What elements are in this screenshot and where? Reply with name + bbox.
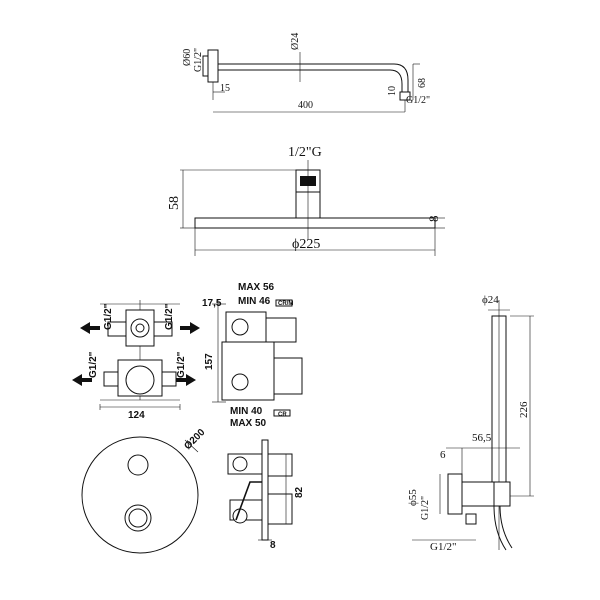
valve-max56-label: MAX 56 (238, 282, 275, 293)
hand-d55-label: ϕ55 (407, 489, 419, 506)
valve-side2-drawing: 82 8 (227, 439, 305, 551)
arm-wall-flange (207, 49, 219, 83)
valve-g3-label: G1/2" (88, 351, 99, 378)
valve-d175-label: 17,5 (202, 298, 222, 309)
arm-g12b-label: G1/2" (406, 95, 430, 106)
inlet-arrow-icon (176, 374, 196, 386)
arm-d60-label: Ø60 (182, 49, 193, 66)
valve-d8-label: 8 (270, 540, 276, 551)
hose-icon (499, 505, 513, 549)
head-plate (194, 217, 436, 229)
valve-front-drawing: G1/2" G1/2" G1/2" G1/2" 124 (72, 300, 200, 421)
valve-side-drawing: 17,5 MAX 56 MIN 46 CR/M 157 MIN 40 MAX 5… (202, 282, 303, 429)
plate-d200-label: Ø200 (182, 427, 207, 452)
arm-d24-label: Ø24 (290, 33, 301, 50)
head-g-label: 1/2"G (288, 145, 322, 160)
shower-head-drawing: 1/2"G 58 ϕ225 8 (167, 145, 445, 256)
plate-knob-top (127, 454, 149, 476)
head-d225-label: ϕ225 (292, 237, 320, 252)
head-t8-label: 8 (426, 216, 441, 223)
arm-d15-label: 15 (220, 83, 230, 94)
arm-g12-label: G1/2" (193, 48, 204, 72)
valve-min46-label: MIN 46 (238, 296, 271, 307)
hand-d6-label: 6 (440, 449, 446, 461)
inlet-arrow-icon (180, 322, 200, 334)
inlet-arrow-icon (80, 322, 100, 334)
wall-plate-drawing: Ø200 (81, 427, 208, 554)
hand-wall-outlet (447, 473, 463, 515)
arm-tube-bottom (218, 69, 403, 92)
wall-plate-circle (81, 436, 199, 554)
valve-cr-label: CR (278, 412, 287, 418)
hand-w565-label: 56,5 (472, 432, 492, 444)
valve-g2-label: G1/2" (164, 303, 175, 330)
hand-g12-label: G1/2" (420, 496, 431, 520)
arm-d10-label: 10 (387, 86, 398, 96)
valve-crm-label: CR/M (278, 301, 293, 307)
arm-thread (202, 55, 209, 77)
inlet-arrow-icon (72, 374, 92, 386)
hand-h226-label: 226 (518, 401, 530, 418)
arm-d400-label: 400 (298, 100, 313, 111)
valve-g1-label: G1/2" (103, 303, 114, 330)
hand-d24-label: ϕ24 (482, 294, 499, 306)
valve-g4-label: G1/2" (176, 351, 187, 378)
arm-tube-top (218, 63, 409, 92)
valve-max50-label: MAX 50 (230, 418, 267, 429)
shower-arm-drawing: Ø60 G1/2" Ø24 15 400 10 68 G1/2" (182, 33, 430, 113)
head-h58-label: 58 (167, 196, 182, 210)
valve-min40-label: MIN 40 (230, 406, 263, 417)
hand-g12b-label: G1/2" (430, 541, 457, 553)
valve-h82-label: 82 (294, 486, 305, 498)
valve-w124-label: 124 (128, 410, 145, 421)
hand-shower-drawing: ϕ24 226 56,5 6 ϕ55 G1/2" G1/2" (407, 294, 534, 553)
arm-d68-label: 68 (417, 78, 428, 88)
valve-h157-label: 157 (204, 353, 215, 370)
